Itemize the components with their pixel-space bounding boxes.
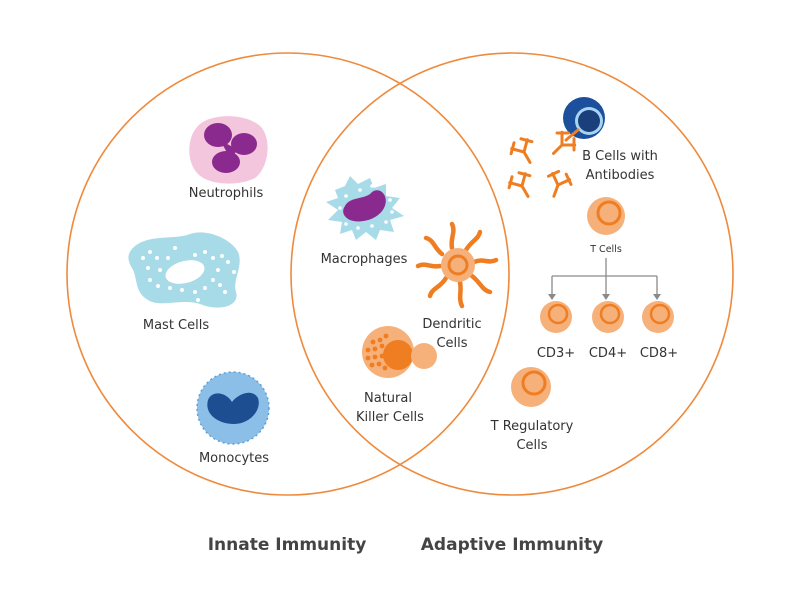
mast-cells-label: Mast Cells [143,318,209,333]
monocyte-icon [196,371,270,445]
antibody-icon [507,171,532,198]
dendritic-cells-label-line2: Cells [436,336,467,351]
cd8-label: CD8+ [640,346,678,361]
cd3-label: CD3+ [537,346,575,361]
natural-killer-label-line2: Killer Cells [356,410,424,425]
neutrophils-label: Neutrophils [189,186,264,201]
antibody-icons [507,128,580,198]
t-regulatory-cell-icon [511,367,551,407]
arrow-head-icon [548,294,556,300]
cd4-cell-icon [592,301,624,333]
dendritic-cell-icon [415,221,499,309]
t-regulatory-label-line2: Cells [516,438,547,453]
t-regulatory-label-line1: T Regulatory [490,419,574,434]
cd4-label: CD4+ [589,346,627,361]
innate-immunity-title: Innate Immunity [208,535,367,555]
macrophage-icon [326,176,404,240]
cd3-cell-icon [540,301,572,333]
arrow-head-icon [653,294,661,300]
dendritic-cells-label-line1: Dendritic [422,317,481,332]
natural-killer-cell-icon [362,326,437,378]
arrow-head-icon [602,294,610,300]
t-cell-branch-arrows [551,258,658,296]
adaptive-immunity-title: Adaptive Immunity [421,535,603,555]
antibody-icon [546,169,573,198]
adaptive-immunity-circle [290,52,734,496]
neutrophil-icon [189,116,268,184]
b-cells-label-line1: B Cells with [582,149,658,164]
b-cell-icon [563,97,605,139]
t-cell-icon [587,197,625,235]
antibody-icon [552,130,577,155]
macrophages-label: Macrophages [321,252,408,267]
mast-cell-icon [128,232,240,308]
monocytes-label: Monocytes [199,451,269,466]
antibody-icon [509,137,534,164]
natural-killer-label-line1: Natural [364,391,412,406]
t-cells-label: T Cells [589,244,622,255]
cd8-cell-icon [642,301,674,333]
innate-immunity-circle [66,52,510,496]
b-cells-label-line2: Antibodies [586,168,655,183]
